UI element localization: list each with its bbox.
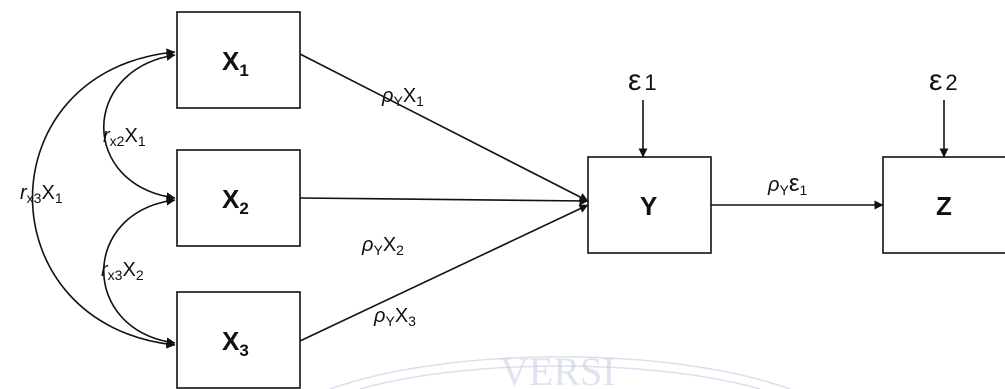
correlation-curve-x1-x3 bbox=[31, 48, 176, 349]
watermark-arc-inner bbox=[359, 365, 761, 389]
node-x3-box bbox=[176, 291, 301, 389]
path-arrow-x2-y bbox=[299, 196, 589, 206]
node-z-label: Z bbox=[936, 191, 952, 221]
corr-label-r-x2x1: rx2X1 bbox=[103, 125, 146, 149]
path-arrow-x1-y bbox=[299, 53, 589, 202]
watermark-arc bbox=[329, 356, 791, 389]
node-x1-label: X1 bbox=[222, 46, 249, 80]
node-x3-label: X3 bbox=[222, 326, 249, 360]
path-arrow-x3-y bbox=[299, 204, 589, 342]
node-x2-box bbox=[176, 149, 301, 247]
corr-label-r-x3x1: rx3X1 bbox=[20, 182, 63, 206]
node-x2-label: X2 bbox=[222, 184, 249, 218]
path-label-py-e1: ρYε1 bbox=[767, 170, 808, 198]
corr-label-r-x3x2: rx3X2 bbox=[101, 259, 144, 283]
node-y-label: Y bbox=[640, 191, 657, 221]
path-label-py-x2: ρYX2 bbox=[361, 234, 404, 258]
correlation-curve-x2-x3 bbox=[102, 196, 176, 347]
watermark-text: VERSI bbox=[500, 349, 616, 389]
path-label-py-x1: ρYX1 bbox=[381, 85, 424, 109]
path-label-py-x3: ρYX3 bbox=[373, 305, 416, 329]
node-x1-box bbox=[176, 11, 301, 109]
correlation-curve-x1-x2 bbox=[102, 51, 176, 202]
watermark: VERSI bbox=[329, 349, 791, 389]
